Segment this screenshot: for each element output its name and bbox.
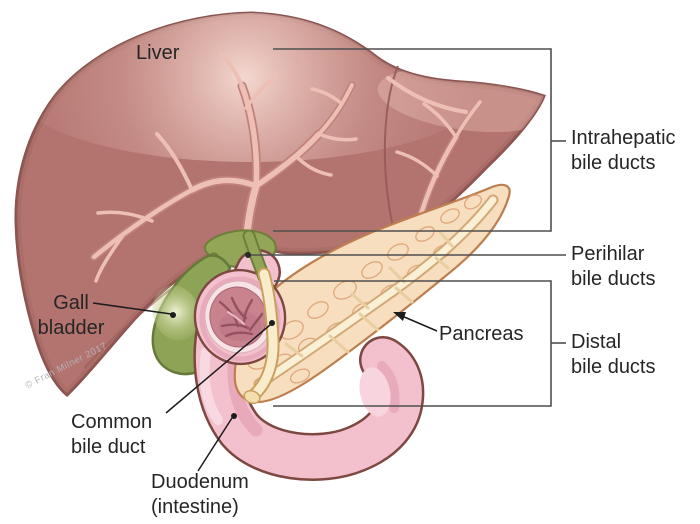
liver-label-text: Liver (136, 42, 180, 64)
pancreatic-duct-branches (284, 230, 454, 358)
pancreatic-duct (255, 196, 497, 388)
duodenum-leader-line (197, 417, 233, 472)
duodenum-opening (193, 268, 287, 366)
duodenum-highlight (199, 347, 223, 425)
label-distal-bile-ducts: Distal bile ducts (571, 331, 656, 378)
duodenum-limb-cap-highlight (359, 367, 391, 417)
label-common-bile-duct: Common bile duct (71, 411, 153, 458)
duodenum-dot (231, 413, 237, 419)
pancreas-leader-line (401, 315, 438, 332)
intrahepatic-bracket (273, 48, 552, 232)
label-gall-bladder: Gall bladder (37, 292, 105, 339)
papilla (243, 389, 261, 405)
duodenum-limb-shade (377, 361, 400, 413)
bile-duct-tree (91, 52, 482, 283)
common-bile-duct (249, 269, 278, 400)
pancreas-label-text: Pancreas (439, 323, 524, 345)
label-perihilar-bile-ducts: Perihilar bile ducts (571, 243, 656, 290)
label-duodenum: Duodenum (intestine) (151, 471, 249, 518)
duodenum-loop (195, 302, 422, 479)
label-liver: Liver (136, 41, 179, 66)
pancreas-arrowhead-icon (393, 312, 406, 321)
common-bile-duct-dot (269, 320, 275, 326)
label-intrahepatic-bile-ducts: Intrahepatic bile ducts (571, 127, 676, 174)
gall-bladder-dot (170, 312, 176, 318)
mucosal-folds (218, 296, 264, 338)
label-pancreas: Pancreas (439, 322, 524, 347)
liver-lobe-divider (383, 65, 399, 233)
annotation-lines (92, 48, 566, 472)
perihilar-dot (245, 252, 251, 258)
gall-bladder-leader-line (92, 302, 172, 315)
common-bile-duct-leader-line (165, 324, 271, 414)
gall-bladder-highlight (152, 285, 200, 341)
